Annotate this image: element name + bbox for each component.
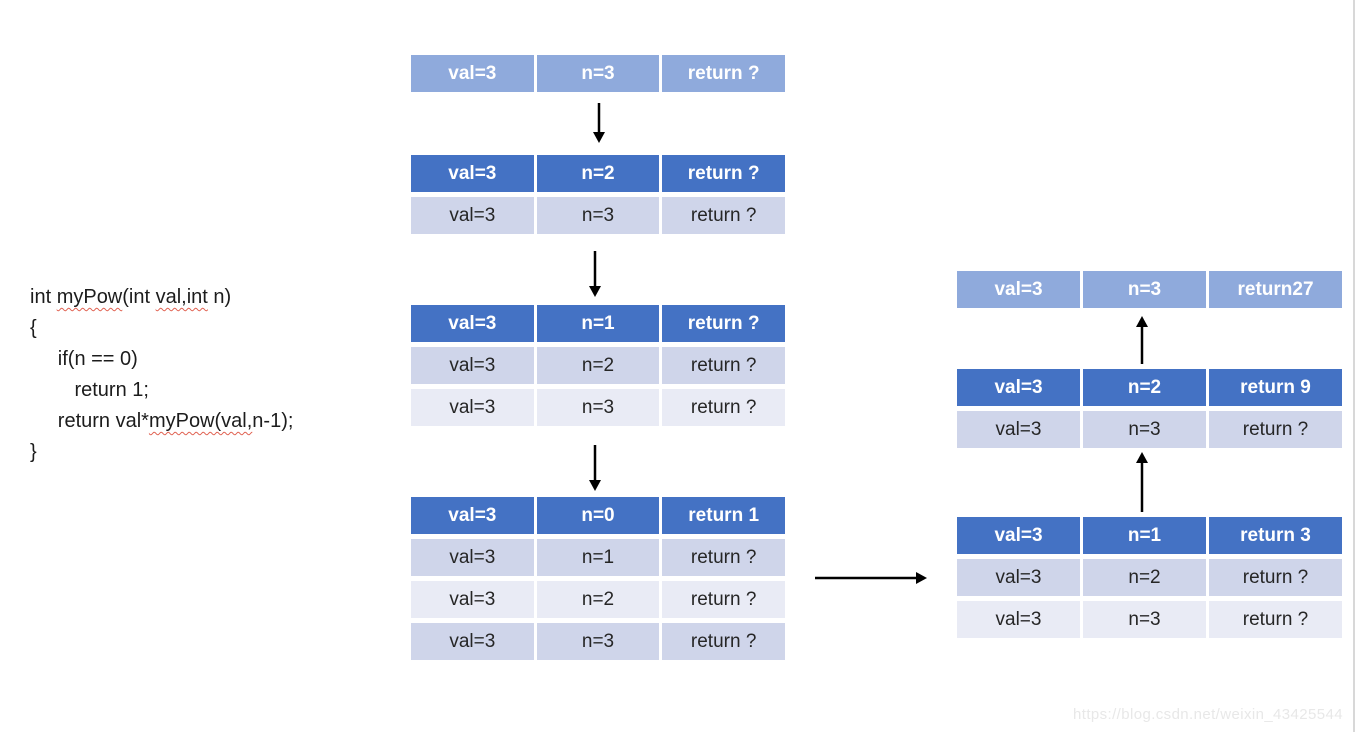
stack-cell: return ? [662,581,785,618]
misspelled-token: val,int [155,286,208,308]
stack-cell: return ? [1209,559,1342,596]
code-snippet: int myPow(int val,int n) { if(n == 0) ret… [30,282,293,468]
stack-cell: val=3 [957,369,1080,406]
arrow-up-1-icon [1136,452,1148,512]
code-line: { [30,317,37,339]
code-line: if(n == 0) [30,348,138,370]
stack-cell: return ? [1209,411,1342,448]
stack-cell: val=3 [411,347,534,384]
stack-cell: return 1 [662,497,785,534]
code-line: int myPow(int val,int n) [30,286,232,308]
stack-cell: return 3 [1209,517,1342,554]
stack-cell: val=3 [411,305,534,342]
arrow-up-2-icon [1136,316,1148,364]
stack-cell: val=3 [411,155,534,192]
stack-cell: n=2 [1083,559,1206,596]
watermark: https://blog.csdn.net/weixin_43425544 [1073,706,1343,723]
stack-cell: val=3 [957,411,1080,448]
stack-cell: return ? [662,539,785,576]
stack-cell: val=3 [411,581,534,618]
stack-cell: n=3 [1083,271,1206,308]
stack-cell: val=3 [957,271,1080,308]
stack-cell: return27 [1209,271,1342,308]
arrow-down-1-icon [593,103,605,143]
stack-cell: return ? [662,389,785,426]
stack-cell: val=3 [411,55,534,92]
stack-cell: n=1 [536,305,660,342]
stack-cell: n=3 [1083,601,1206,638]
stack-cell: n=2 [536,155,660,192]
stack-cell: n=3 [536,623,660,660]
stack-cell: return ? [662,623,785,660]
stack-cell: return 9 [1209,369,1342,406]
arrow-right-icon [815,572,927,584]
stack-cell: val=3 [411,389,534,426]
stack-cell: val=3 [957,559,1080,596]
stack-cell: return ? [662,155,785,192]
code-line: return val*myPow(val,n-1); [30,410,294,432]
stack-cell: n=3 [536,389,660,426]
arrow-down-3-icon [589,445,601,491]
arrow-down-2-icon [589,251,601,297]
stack-cell: val=3 [411,623,534,660]
stack-cell: n=2 [536,347,660,384]
stack-cell: return ? [662,347,785,384]
stack-cell: return ? [662,305,785,342]
misspelled-token: myPow(val, [148,410,253,432]
stack-cell: val=3 [957,601,1080,638]
stack-cell: n=1 [1083,517,1206,554]
code-line: return 1; [30,379,149,401]
stack-cell: n=1 [536,539,660,576]
code-line: } [30,441,37,463]
stack-cell: val=3 [411,197,534,234]
stack-cell: val=3 [957,517,1080,554]
stack-cell: n=2 [536,581,660,618]
stack-cell: n=0 [536,497,660,534]
stack-cell: return ? [1209,601,1342,638]
stack-cell: return ? [662,55,785,92]
stack-cell: n=2 [1083,369,1206,406]
stack-cell: val=3 [411,497,534,534]
stack-cell: return ? [662,197,785,234]
stack-cell: val=3 [411,539,534,576]
stack-cell: n=3 [1083,411,1206,448]
misspelled-token: myPow [56,286,123,308]
stack-cell: n=3 [536,55,660,92]
stack-cell: n=3 [536,197,660,234]
